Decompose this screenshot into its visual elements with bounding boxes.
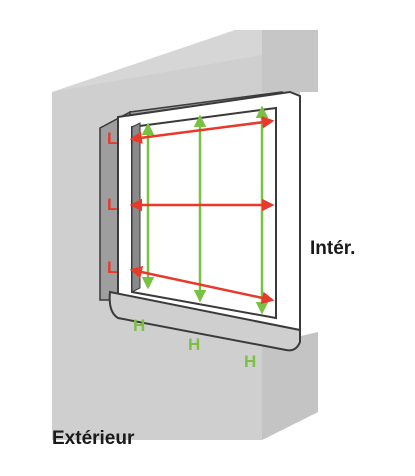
frame-inner-shadow xyxy=(131,122,141,293)
height-marker-middle: H xyxy=(188,335,200,354)
width-arrow-bottom xyxy=(129,265,275,305)
window-sill xyxy=(108,290,301,352)
width-marker-top: L xyxy=(107,129,117,148)
width-arrows xyxy=(129,116,275,305)
width-marker-middle: L xyxy=(107,195,117,214)
height-marker-left: H xyxy=(133,316,145,335)
exterior-label: Extérieur xyxy=(52,428,135,449)
width-arrow-top xyxy=(129,116,275,144)
wall-bottom-block xyxy=(262,332,318,440)
interior-label: Intér. xyxy=(310,238,355,259)
width-marker-bottom: L xyxy=(107,258,117,277)
height-marker-right: H xyxy=(244,352,256,371)
wall-top-block xyxy=(262,30,318,92)
